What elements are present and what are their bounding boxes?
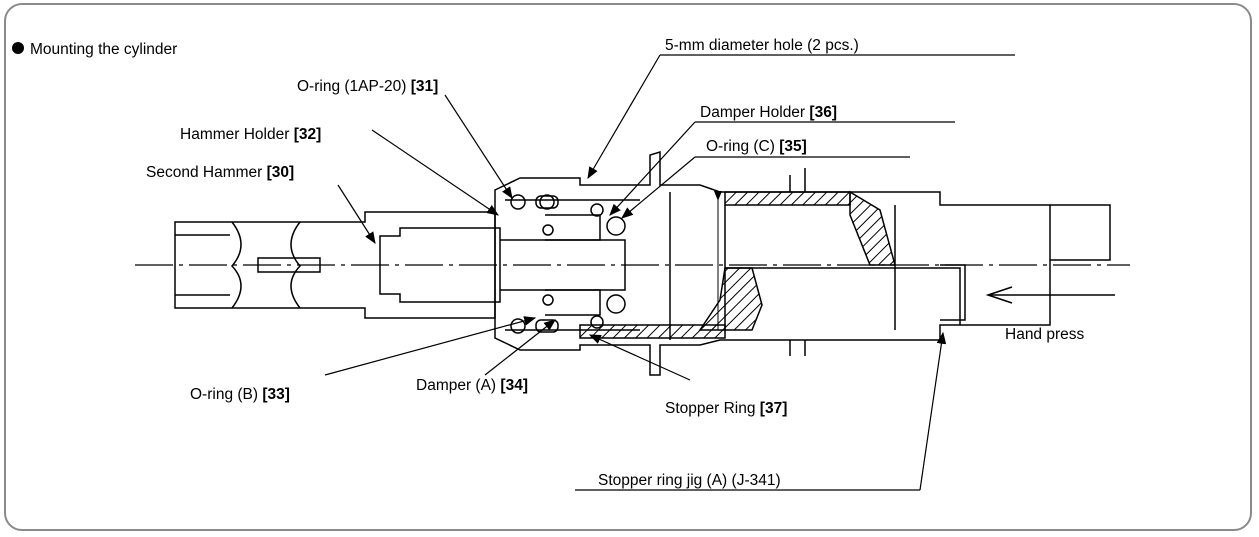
label-stopper-ring: Stopper Ring [37]	[665, 400, 787, 417]
label-oring-b: O-ring (B) [33]	[190, 386, 290, 403]
diagram-frame	[4, 3, 1252, 531]
hammer-holder-shape	[494, 150, 1111, 376]
label-damper-a: Damper (A) [34]	[416, 377, 528, 394]
label-oring-1ap20: O-ring (1AP-20) [31]	[297, 78, 438, 95]
label-second-hammer: Second Hammer [30]	[146, 164, 294, 181]
hand-press-arrow	[985, 286, 1115, 304]
bullet-icon	[12, 42, 24, 54]
o-rings	[510, 194, 626, 334]
leader-lines	[324, 54, 1015, 491]
stopper-ring-jig-shape	[579, 168, 966, 356]
heading-text: Mounting the cylinder	[30, 41, 177, 58]
label-jig: Stopper ring jig (A) (J-341)	[598, 472, 781, 489]
label-oring-c: O-ring (C) [35]	[706, 138, 807, 155]
label-hole: 5-mm diameter hole (2 pcs.)	[665, 37, 859, 54]
label-hand-press: Hand press	[1005, 326, 1085, 343]
label-hammer-holder: Hammer Holder [32]	[180, 126, 321, 143]
label-damper-holder: Damper Holder [36]	[700, 104, 837, 121]
